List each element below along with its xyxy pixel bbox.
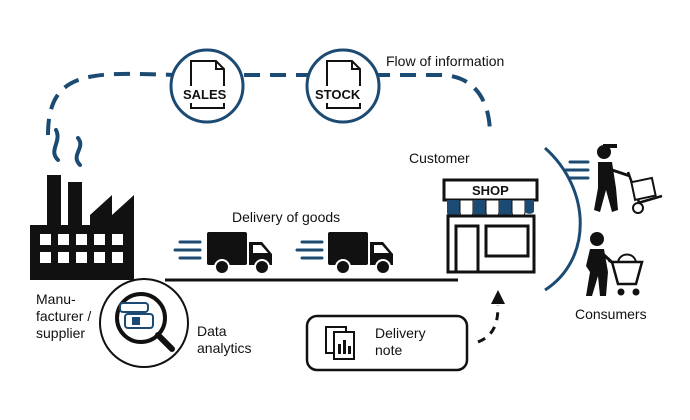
data-analytics-line-1: Data [197,323,227,339]
manufacturer-line-1: Manu- [36,291,76,307]
stock-label: STOCK [314,86,362,103]
delivery-note-label: Delivery note [375,325,426,359]
data-analytics-label: Data analytics [197,323,251,357]
shop-awning [447,199,534,219]
customer-label: Customer [409,150,470,166]
shop-sign-label: SHOP [472,183,509,198]
magnifier-icon [115,292,175,352]
information-flow-path [46,71,492,136]
data-analytics-line-2: analytics [197,340,252,356]
shopper-cart-icon [586,232,644,296]
manufacturer-line-3: supplier [36,325,86,341]
document-icon [325,326,355,360]
truck-icon [295,232,393,275]
delivery-person-icon [564,144,663,214]
flow-of-information-label: Flow of information [386,53,505,69]
manufacturer-line-2: facturer / [36,308,92,324]
delivery-note-path [477,304,500,344]
consumers-label: Consumers [575,306,647,322]
arrow-up-icon [491,290,505,304]
sales-label: SALES [182,86,228,103]
delivery-note-line-1: Delivery [375,325,426,341]
delivery-of-goods-label: Delivery of goods [232,209,341,225]
delivery-note-box [305,314,469,372]
data-analytics-circle [99,278,189,368]
shop-icon [442,178,539,274]
truck-icon [173,232,272,275]
delivery-note-line-2: note [375,342,403,358]
consumers-bracket [543,146,582,292]
factory-icon [30,128,134,280]
manufacturer-label: Manu- facturer / supplier [36,291,91,342]
